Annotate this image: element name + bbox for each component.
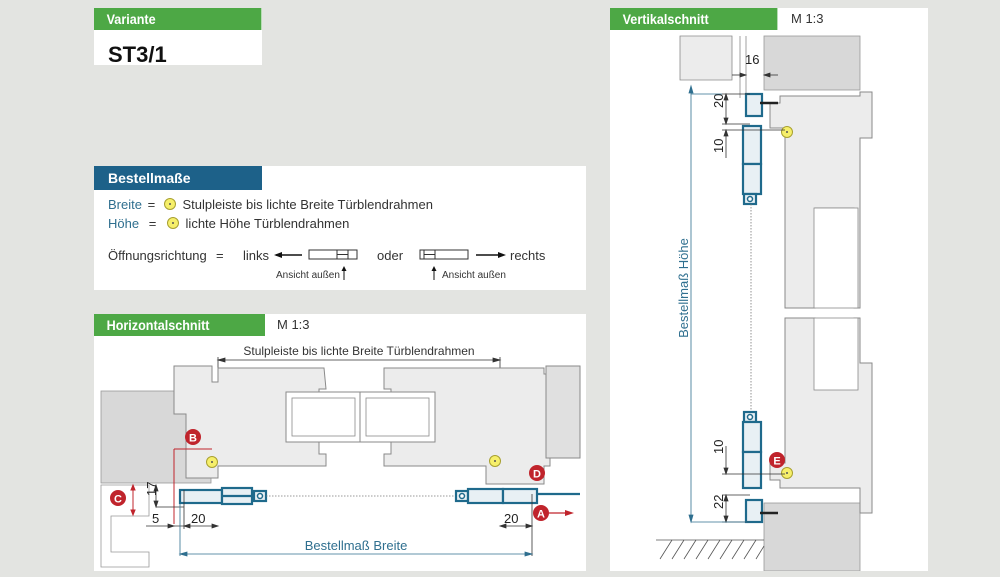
order-dimensions-card: Bestellmaße Breite = Stulpleiste bis lic… bbox=[94, 166, 586, 290]
b-dimension-line bbox=[173, 448, 212, 524]
view-outside-left: Ansicht außen bbox=[276, 270, 340, 281]
seal-screw-top bbox=[746, 195, 754, 203]
reference-point-icon bbox=[781, 467, 793, 479]
marker-c: C bbox=[110, 490, 126, 506]
arrow-up-icon bbox=[341, 266, 347, 280]
door-symbol-left bbox=[308, 249, 358, 260]
vertical-section-card: Vertikalschnitt M 1:3 bbox=[610, 8, 928, 571]
width-description: Stulpleiste bis lichte Breite Türblendra… bbox=[182, 197, 433, 212]
marker-e: E bbox=[769, 452, 785, 468]
width-definition: Breite = Stulpleiste bis lichte Breite T… bbox=[108, 197, 433, 212]
left-label: links bbox=[243, 248, 270, 263]
glass-inner-right bbox=[365, 397, 430, 437]
glass-inner-left bbox=[291, 397, 356, 437]
wall-top bbox=[763, 35, 861, 91]
height-definition: Höhe = lichte Höhe Türblendrahmen bbox=[108, 216, 349, 231]
dim-10-bottom-label: 10 bbox=[711, 440, 726, 454]
vertical-scale: M 1:3 bbox=[791, 11, 824, 26]
seal-profile-right bbox=[454, 487, 539, 505]
vertical-section-drawing: E 16 20 10 bbox=[656, 35, 873, 571]
reference-point-icon bbox=[166, 217, 179, 229]
variant-card: Variante ST3/1 bbox=[94, 8, 262, 67]
opening-eq: = bbox=[216, 248, 224, 263]
dim-20-left-label: 20 bbox=[191, 511, 205, 526]
svg-text:E: E bbox=[773, 456, 780, 468]
dim-10-top bbox=[722, 128, 785, 158]
or-label: oder bbox=[377, 248, 404, 263]
seal-screw-left bbox=[256, 492, 264, 500]
seal-screw-bottom bbox=[746, 413, 754, 421]
arrow-up-icon bbox=[431, 266, 437, 280]
width-eq: = bbox=[147, 197, 156, 212]
wall-bottom bbox=[763, 502, 861, 571]
height-eq: = bbox=[148, 216, 157, 231]
dim-5-label: 5 bbox=[152, 511, 159, 526]
horizontal-section-card: Horizontalschnitt M 1:3 Stulpleiste bis … bbox=[94, 314, 586, 571]
bottom-dimension-line bbox=[178, 504, 534, 557]
height-dimension-label: Bestellmaß Höhe bbox=[676, 238, 691, 338]
variant-header: Variante bbox=[94, 8, 262, 30]
seal-profile-bottom bbox=[741, 410, 764, 524]
dim-17 bbox=[153, 483, 184, 509]
svg-text:B: B bbox=[189, 433, 197, 445]
bottom-dimension-label: Bestellmaß Breite bbox=[305, 538, 408, 553]
horizontal-section-drawing: Stulpleiste bis lichte Breite Türblendra… bbox=[100, 344, 581, 568]
height-dimension-line bbox=[688, 84, 750, 524]
dim-20-right bbox=[498, 494, 534, 556]
marker-b: B bbox=[185, 429, 201, 445]
seal-profile-top bbox=[741, 92, 764, 206]
top-dimension-label: Stulpleiste bis lichte Breite Türblendra… bbox=[243, 344, 474, 358]
variant-value: ST3/1 bbox=[108, 42, 167, 67]
seal-profile-left bbox=[178, 486, 268, 506]
dim-10-bottom bbox=[722, 446, 785, 476]
reference-point-icon bbox=[163, 198, 176, 210]
reference-point-icon bbox=[781, 126, 793, 138]
vertical-section-header: Vertikalschnitt bbox=[610, 8, 778, 30]
width-label: Breite bbox=[108, 197, 142, 212]
horizontal-scale: M 1:3 bbox=[277, 317, 310, 332]
dim-20-vertical bbox=[722, 92, 750, 126]
seal-screw-right bbox=[458, 492, 466, 500]
view-outside-right: Ansicht außen bbox=[442, 270, 506, 281]
height-description: lichte Höhe Türblendrahmen bbox=[185, 216, 350, 231]
horizontal-section-header: Horizontalschnitt bbox=[94, 314, 265, 336]
dim-10-top-label: 10 bbox=[711, 139, 726, 153]
dim-5-20-left bbox=[146, 490, 220, 529]
upper-frame-left bbox=[679, 35, 733, 81]
dim-16 bbox=[732, 72, 778, 78]
dim-20-right-label: 20 bbox=[504, 511, 518, 526]
dim-22-label: 22 bbox=[711, 495, 726, 509]
opening-label: Öffnungsrichtung bbox=[108, 248, 207, 263]
reference-point-icon bbox=[206, 456, 218, 468]
svg-text:D: D bbox=[533, 469, 541, 481]
c-dimension bbox=[130, 483, 136, 517]
arrow-right-icon bbox=[476, 252, 506, 258]
order-dimensions-header: Bestellmaße bbox=[94, 166, 262, 190]
arrow-left-icon bbox=[274, 252, 302, 258]
reference-point-icon bbox=[489, 455, 501, 467]
dim-20-vertical-label: 20 bbox=[711, 94, 726, 108]
height-label: Höhe bbox=[108, 216, 140, 231]
door-symbol-right bbox=[419, 249, 469, 260]
marker-a: A bbox=[533, 505, 574, 521]
svg-text:A: A bbox=[537, 509, 545, 521]
wall-left-lower bbox=[100, 484, 150, 568]
right-label: rechts bbox=[510, 248, 546, 263]
door-leaf-right bbox=[545, 365, 581, 459]
marker-d: D bbox=[529, 465, 545, 481]
glass-vertical-lower bbox=[813, 317, 859, 391]
svg-text:C: C bbox=[114, 494, 122, 506]
dim-16-label: 16 bbox=[745, 52, 759, 67]
floor-hatching bbox=[656, 539, 765, 560]
dim-17-label: 17 bbox=[144, 482, 159, 496]
glass-vertical-upper bbox=[813, 207, 859, 309]
